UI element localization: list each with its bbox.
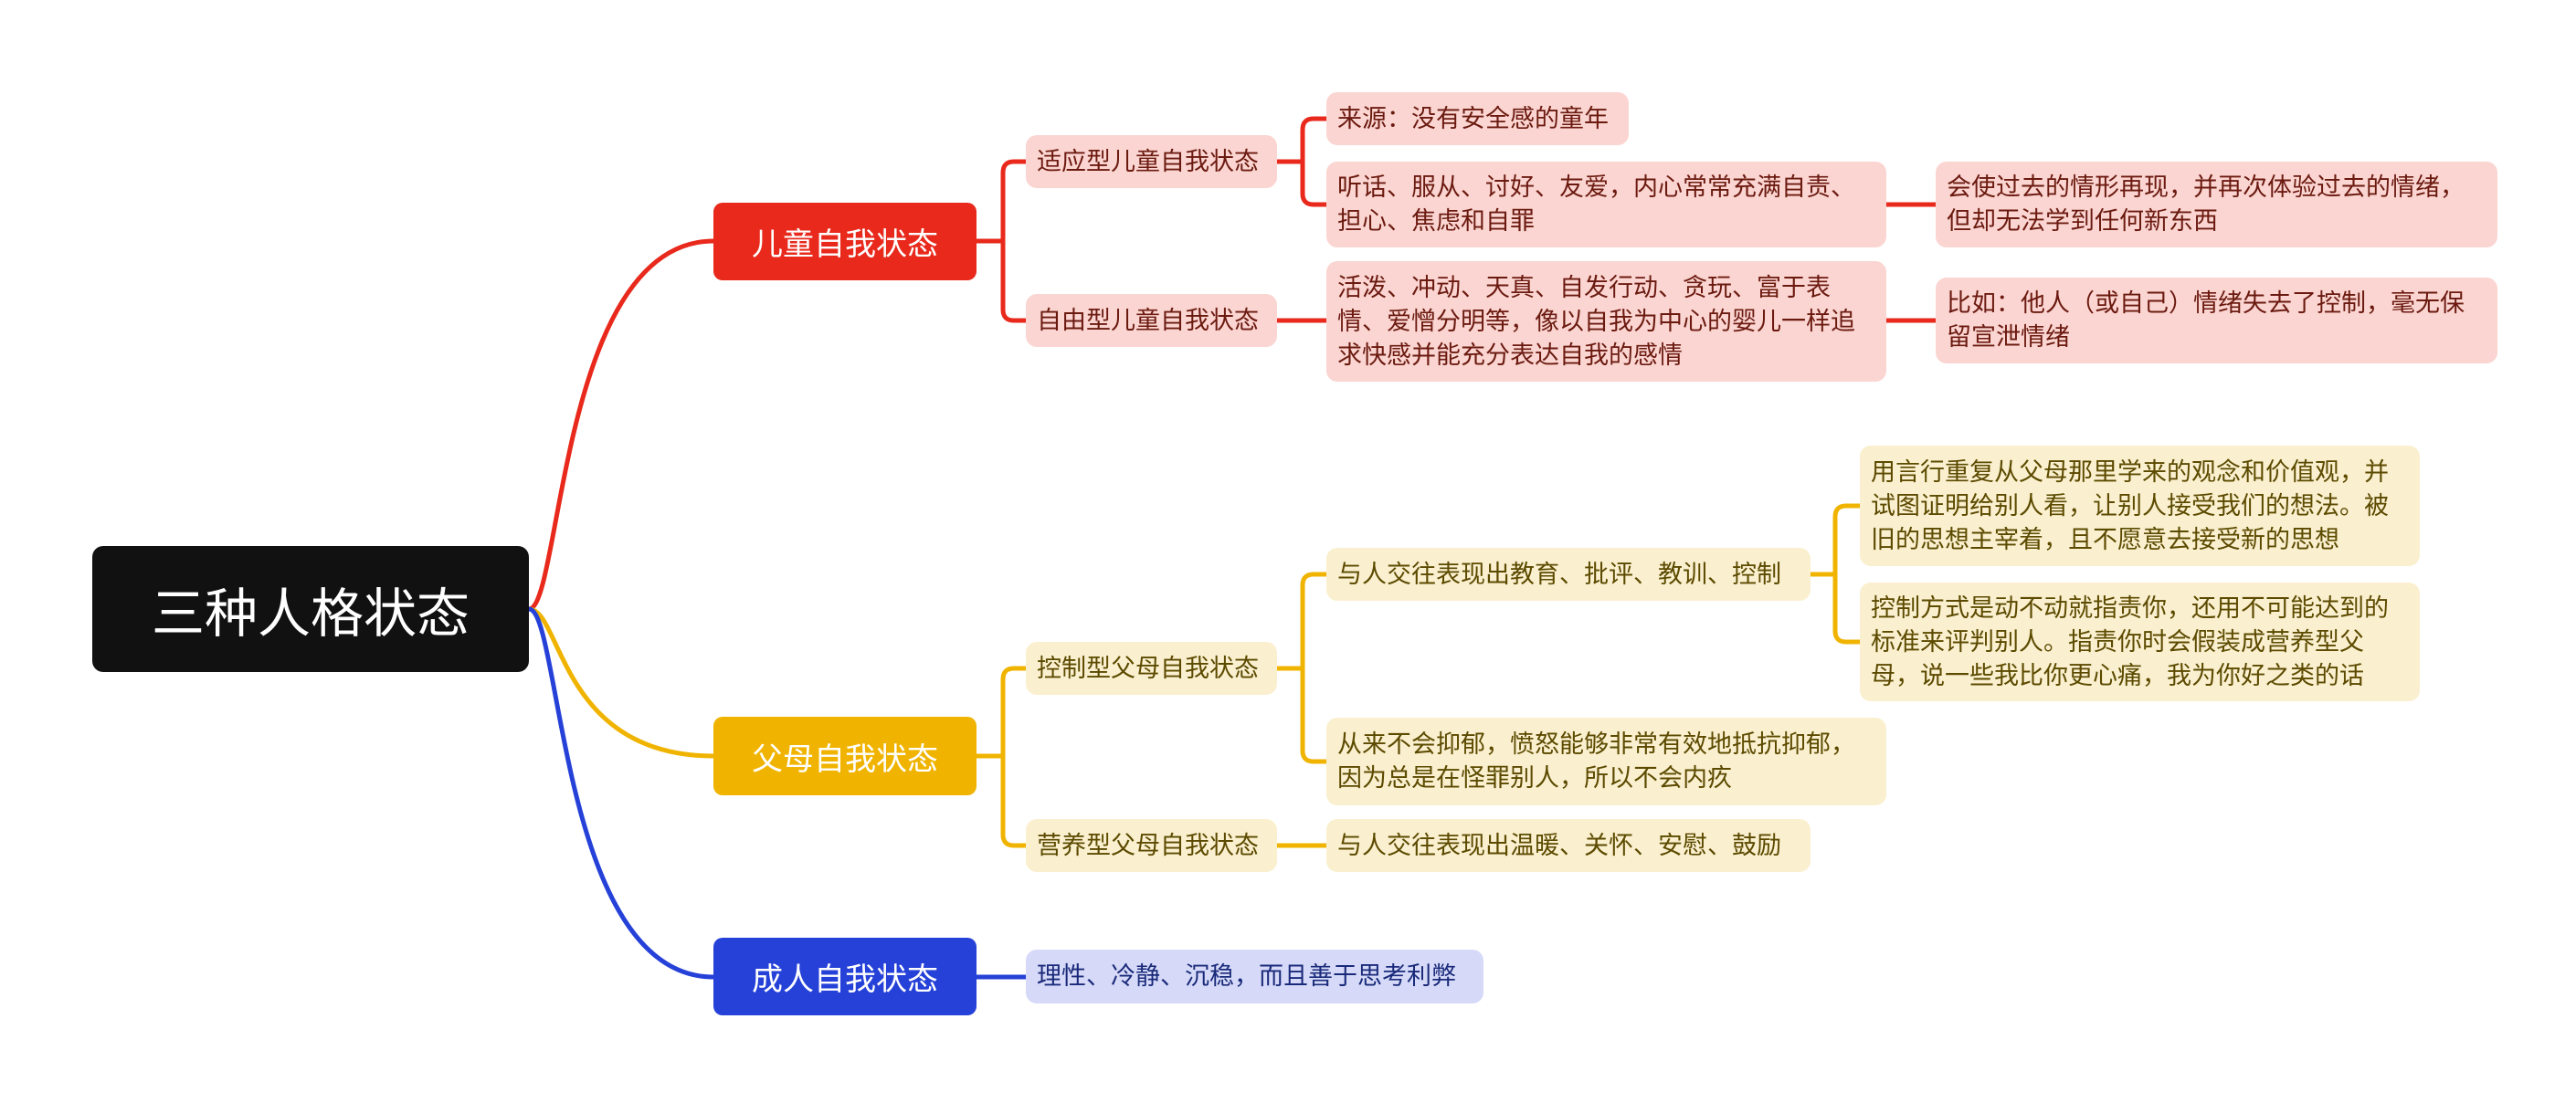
parent-state-node[interactable]: 父母自我状态: [713, 717, 977, 795]
controlling-detail2-node[interactable]: 控制方式是动不动就指责你，还用不可能达到的标准来评判别人。指责你时会假装成营养型…: [1860, 583, 2420, 701]
free-child-node[interactable]: 自由型儿童自我状态: [1026, 294, 1277, 347]
link-parent-l2: [977, 666, 1026, 848]
link-behavior-l4: [1811, 503, 1860, 645]
adaptive-child-label: 适应型儿童自我状态: [1037, 147, 1259, 176]
free-traits-node[interactable]: 活泼、冲动、天真、自发行动、贪玩、富于表情、爱憎分明等，像以自我为中心的婴儿一样…: [1326, 261, 1886, 382]
link-root-adult: [528, 606, 714, 980]
controlling-detail2-text: 控制方式是动不动就指责你，还用不可能达到的标准来评判别人。指责你时会假装成营养型…: [1871, 594, 2389, 690]
controlling-depression-node[interactable]: 从来不会抑郁，愤怒能够非常有效地抵抗抑郁，因为总是在怪罪别人，所以不会内疚: [1326, 718, 1886, 805]
child-state-label: 儿童自我状态: [752, 226, 938, 263]
adult-traits-text: 理性、冷静、沉稳，而且善于思考利弊: [1037, 962, 1456, 991]
root-label: 三种人格状态: [151, 583, 470, 645]
adult-state-label: 成人自我状态: [752, 961, 938, 998]
adaptive-traits-text: 听话、服从、讨好、友爱，内心常常充满自责、担心、焦虑和自罪: [1337, 173, 1855, 236]
controlling-detail1-node[interactable]: 用言行重复从父母那里学来的观念和价值观，并试图证明给别人看，让别人接受我们的想法…: [1860, 446, 2420, 566]
controlling-parent-node[interactable]: 控制型父母自我状态: [1026, 642, 1277, 695]
root-node[interactable]: 三种人格状态: [92, 546, 529, 672]
adult-traits-node[interactable]: 理性、冷静、沉稳，而且善于思考利弊: [1026, 950, 1483, 1003]
child-state-node[interactable]: 儿童自我状态: [713, 203, 977, 280]
nurturing-behavior-node[interactable]: 与人交往表现出温暖、关怀、安慰、鼓励: [1326, 819, 1811, 872]
free-traits-text: 活泼、冲动、天真、自发行动、贪玩、富于表情、爱憎分明等，像以自我为中心的婴儿一样…: [1337, 273, 1855, 370]
controlling-parent-label: 控制型父母自我状态: [1037, 654, 1259, 683]
link-adaptive-l3: [1277, 116, 1326, 207]
nurturing-parent-label: 营养型父母自我状态: [1037, 831, 1259, 860]
controlling-behavior-text: 与人交往表现出教育、批评、教训、控制: [1337, 560, 1781, 589]
adaptive-effect-node[interactable]: 会使过去的情形再现，并再次体验过去的情绪，但却无法学到任何新东西: [1936, 162, 2497, 247]
nurturing-behavior-text: 与人交往表现出温暖、关怀、安慰、鼓励: [1337, 831, 1781, 860]
nurturing-parent-node[interactable]: 营养型父母自我状态: [1026, 819, 1277, 872]
controlling-depression-text: 从来不会抑郁，愤怒能够非常有效地抵抗抑郁，因为总是在怪罪别人，所以不会内疚: [1337, 730, 1855, 793]
parent-state-label: 父母自我状态: [752, 741, 938, 778]
adult-state-node[interactable]: 成人自我状态: [713, 938, 977, 1015]
link-root-parent: [528, 606, 714, 759]
adaptive-source-node[interactable]: 来源：没有安全感的童年: [1326, 92, 1629, 145]
adaptive-child-node[interactable]: 适应型儿童自我状态: [1026, 135, 1277, 188]
link-child-l2: [977, 159, 1026, 323]
adaptive-source-text: 来源：没有安全感的童年: [1337, 104, 1609, 133]
link-free-l3: [1277, 202, 1936, 323]
link-root-child: [528, 238, 714, 612]
adaptive-effect-text: 会使过去的情形再现，并再次体验过去的情绪，但却无法学到任何新东西: [1947, 173, 2465, 236]
controlling-detail1-text: 用言行重复从父母那里学来的观念和价值观，并试图证明给别人看，让别人接受我们的想法…: [1871, 457, 2389, 554]
free-example-text: 比如：他人（或自己）情绪失去了控制，毫无保留宣泄情绪: [1947, 289, 2465, 352]
free-example-node[interactable]: 比如：他人（或自己）情绪失去了控制，毫无保留宣泄情绪: [1936, 278, 2497, 363]
link-controlling-l3: [1277, 572, 1326, 848]
free-child-label: 自由型儿童自我状态: [1037, 306, 1259, 335]
controlling-behavior-node[interactable]: 与人交往表现出教育、批评、教训、控制: [1326, 548, 1811, 601]
adaptive-traits-node[interactable]: 听话、服从、讨好、友爱，内心常常充满自责、担心、焦虑和自罪: [1326, 162, 1886, 247]
